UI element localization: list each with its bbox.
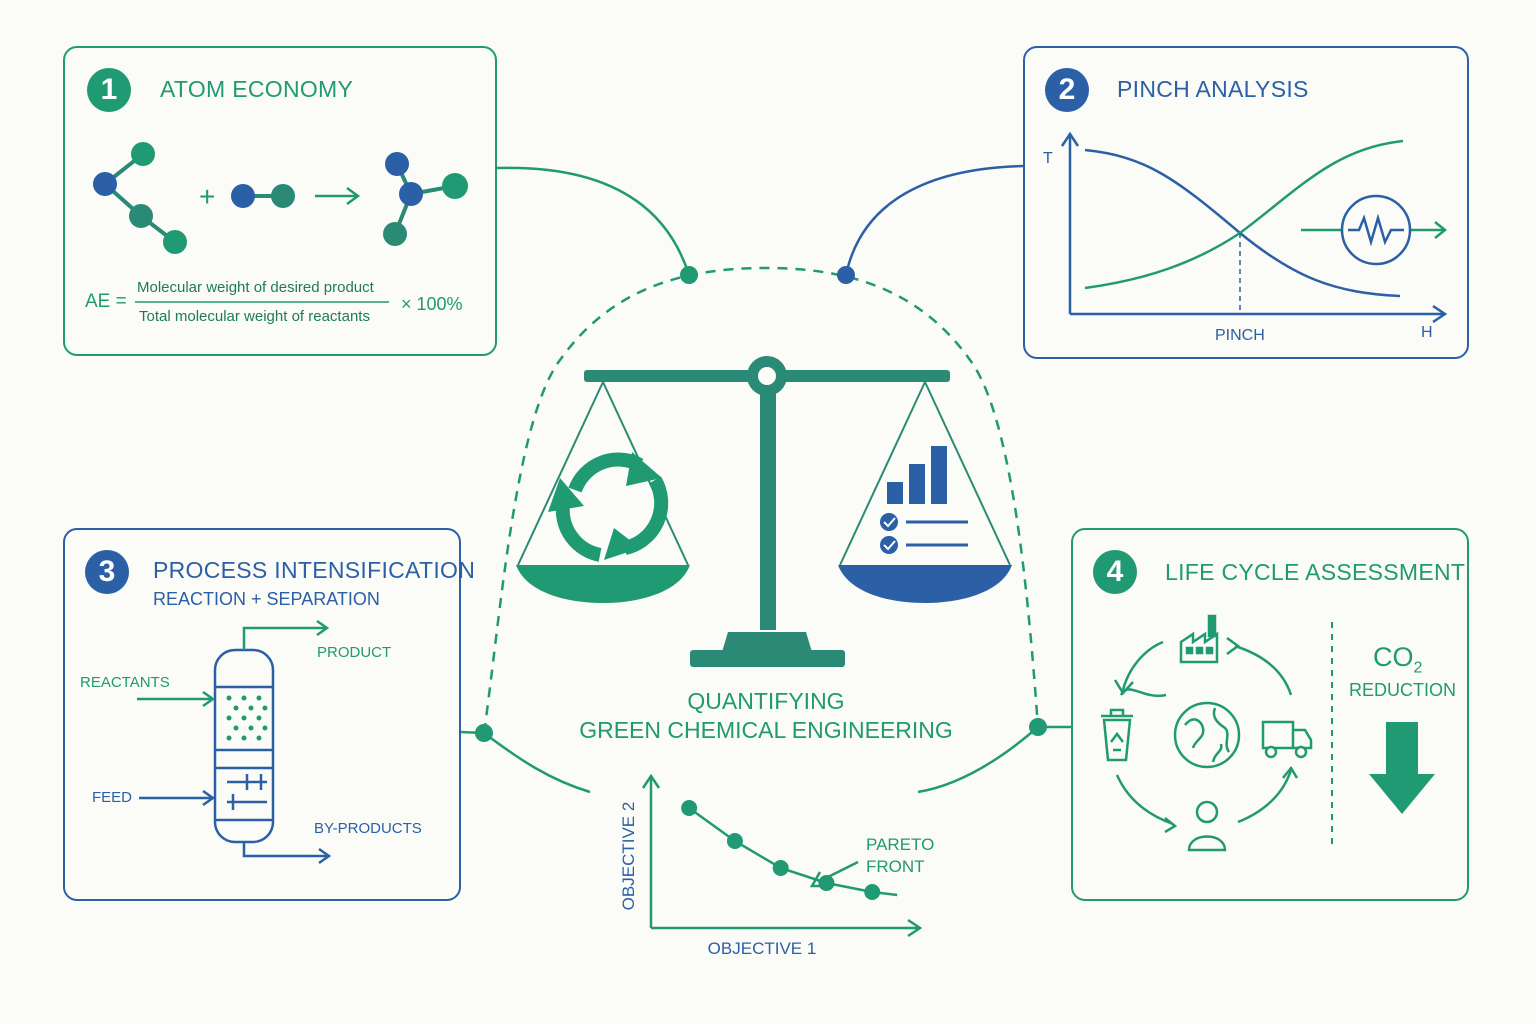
pinch-y-label: T [1043, 150, 1053, 167]
column-shell [213, 648, 275, 844]
panel-title: PINCH ANALYSIS [1117, 76, 1309, 102]
globe-icon [1173, 701, 1241, 769]
consumer-icon [1187, 800, 1227, 852]
pareto-point [726, 833, 743, 849]
feed-label: FEED [92, 789, 133, 806]
pareto-x-label: OBJECTIVE 1 [708, 939, 817, 958]
co2-label: CO2 [1373, 642, 1422, 677]
panel-title: LIFE CYCLE ASSESSMENT [1165, 559, 1466, 585]
byproducts-stream [242, 842, 332, 865]
pareto-chart: OBJECTIVE 1 OBJECTIVE 2 PARETO FRONT [619, 773, 934, 958]
product-stream [242, 619, 330, 650]
truck-icon [1261, 720, 1313, 759]
pinch-chart [1060, 131, 1448, 324]
step-badge: 3 [85, 550, 129, 594]
molecule-product [383, 152, 468, 246]
column-trays [227, 774, 267, 810]
pareto-front-label: FRONT [866, 857, 925, 876]
reduction-arrow-icon [1369, 722, 1435, 814]
pinch-x-label: H [1421, 324, 1433, 341]
formula-lhs: AE = [85, 291, 127, 312]
recycle-bin-icon [1101, 708, 1133, 762]
factory-icon [1179, 614, 1219, 664]
balance-scale-icon [516, 356, 1012, 667]
connector-dot [475, 724, 493, 742]
pareto-front-label: PARETO [866, 835, 934, 854]
cold-composite-curve [1084, 139, 1404, 290]
molecule-reactant-1 [93, 142, 187, 254]
co2-text: CO [1373, 642, 1414, 672]
formula-multiplier: × 100% [401, 294, 463, 314]
center-title-line1: QUANTIFYING [687, 688, 845, 714]
byproducts-label: BY-PRODUCTS [314, 820, 422, 837]
heat-exchanger-icon [1301, 194, 1448, 266]
lca-cycle [1101, 614, 1435, 852]
panel-atom-economy: 1 ATOM ECONOMY + [63, 46, 497, 356]
reaction-arrow [315, 186, 361, 206]
formula-denominator: Total molecular weight of reactants [139, 308, 370, 325]
panel-pinch-analysis: 2 PINCH ANALYSIS T H PINCH [1023, 46, 1469, 359]
connector-dot [837, 266, 855, 284]
pareto-pointer-arrow [817, 860, 859, 884]
pareto-point [864, 884, 881, 900]
connector-atom-economy [496, 166, 691, 276]
pareto-point [681, 800, 698, 816]
step-badge: 2 [1045, 68, 1089, 112]
reduction-label: REDUCTION [1349, 680, 1456, 700]
step-badge: 4 [1093, 550, 1137, 594]
formula-numerator: Molecular weight of desired product [137, 279, 374, 296]
reactants-stream [137, 690, 216, 708]
feed-stream [139, 789, 216, 807]
plus-sign: + [199, 181, 215, 212]
pareto-y-label: OBJECTIVE 2 [619, 802, 638, 911]
pareto-point [772, 860, 789, 876]
molecule-reactant-2 [231, 184, 295, 208]
step-badge: 1 [87, 68, 131, 112]
co2-subscript: 2 [1413, 659, 1423, 677]
pinch-label: PINCH [1215, 327, 1265, 344]
connector-dot [680, 266, 698, 284]
cycle-arrows [1113, 636, 1299, 834]
reactive-distillation-column [137, 619, 332, 865]
panel-process-intensification: 3 PROCESS INTENSIFICATION REACTION + SEP… [63, 528, 475, 901]
panel-title: ATOM ECONOMY [160, 76, 354, 102]
connector-pinch [844, 164, 1025, 276]
report-chart-icon [880, 446, 968, 554]
center-title-line2: GREEN CHEMICAL ENGINEERING [579, 717, 953, 743]
dashed-arc [482, 266, 1040, 734]
panel-title: PROCESS INTENSIFICATION [153, 557, 476, 583]
product-label: PRODUCT [317, 644, 392, 661]
pareto-points [681, 800, 881, 900]
molecule-diagram: + [93, 142, 468, 303]
panel-subtitle: REACTION + SEPARATION [153, 589, 380, 609]
reactants-label: REACTANTS [80, 674, 170, 691]
connector-dot [1029, 718, 1047, 736]
catalyst-packing [226, 695, 268, 741]
panel-lca: 4 LIFE CYCLE ASSESSMENT [1071, 528, 1469, 901]
